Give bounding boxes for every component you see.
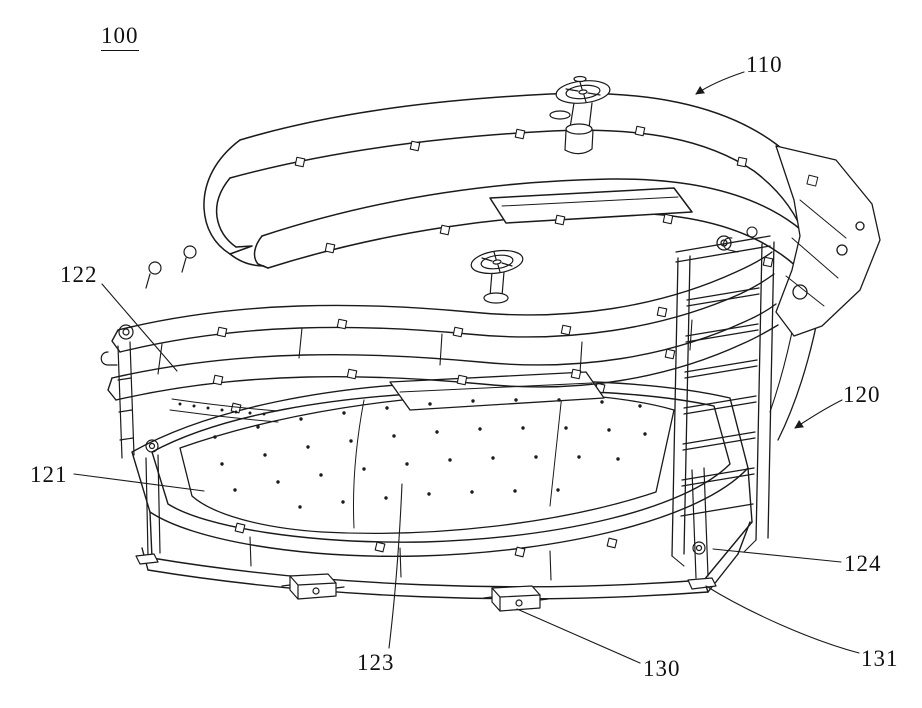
leader-122 [101,283,178,372]
ref-label-100: 100 [101,24,139,51]
leader-121 [73,473,205,492]
leader-lines [73,71,860,664]
perforated-plate [179,371,675,535]
leader-131 [705,585,860,654]
middle-beam-frame [107,251,779,423]
leader-120 [794,399,843,429]
ref-label-110: 110 [746,52,783,77]
ref-label-123: 123 [357,650,395,675]
leader-124 [712,548,842,563]
corner-posts-and-hooks [100,245,709,579]
ref-label-121: 121 [30,462,68,487]
leader-130 [516,608,641,664]
ref-label-120: 120 [843,382,881,407]
side-ladder-frame [671,235,775,567]
ref-label-122: 122 [60,262,98,287]
handwheel-top [549,75,611,155]
ref-label-124: 124 [844,551,882,576]
lower-mold-frame [131,379,753,600]
right-hinge-bracket [775,145,881,337]
upper-clamp-frame [203,92,833,441]
leader-123 [388,483,403,649]
ref-label-130: 130 [643,656,681,681]
ref-label-131: 131 [861,646,899,671]
leader-110 [695,71,745,95]
mounting-feet [135,553,717,612]
handwheel-middle [470,249,524,304]
